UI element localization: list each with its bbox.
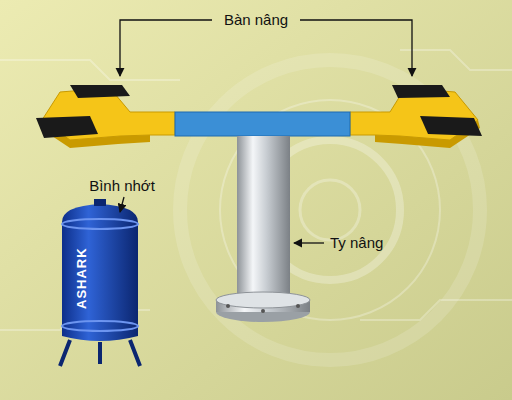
part-label: Bình nhớt bbox=[89, 178, 155, 195]
lift-platform bbox=[175, 112, 350, 136]
oil-tank bbox=[60, 199, 140, 366]
tech-pattern bbox=[0, 50, 512, 360]
part-label: Bàn nâng bbox=[224, 12, 288, 29]
lift-column bbox=[216, 136, 310, 322]
leader-lines bbox=[120, 20, 412, 243]
lift-pads bbox=[36, 85, 482, 138]
part-label: Ty nâng bbox=[330, 235, 383, 252]
brand-label: ASHARK bbox=[75, 247, 89, 309]
